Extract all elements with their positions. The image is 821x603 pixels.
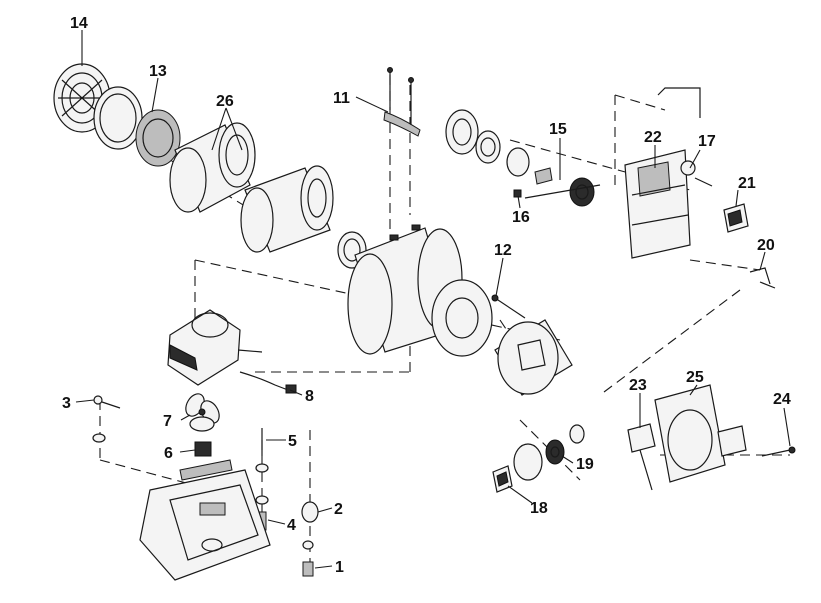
fan-motor-housing	[167, 309, 263, 386]
outer-shell-cylinder	[347, 224, 463, 355]
callout-26: 26	[216, 93, 234, 110]
callout-21: 21	[738, 175, 756, 192]
callout-8: 8	[305, 388, 314, 405]
callout-23: 23	[629, 377, 647, 394]
part-13-gasket-and-disc	[93, 86, 181, 167]
callout-2: 2	[334, 501, 343, 518]
part-5-screw	[255, 428, 269, 473]
callout-24: 24	[773, 391, 791, 408]
callout-4: 4	[287, 517, 296, 534]
callout-13: 13	[149, 63, 167, 80]
part-18-gear-housing	[492, 465, 513, 493]
part-22-control-bracket	[624, 87, 701, 259]
callout-15: 15	[549, 121, 567, 138]
callout-1: 1	[335, 559, 344, 576]
part-25-housing-cover	[654, 384, 747, 483]
rear-gaskets	[431, 109, 530, 357]
callout-5: 5	[288, 433, 297, 450]
part-24-screw	[761, 446, 796, 457]
part-11-handle	[383, 67, 421, 137]
callout-labels: 14 13 26 11 15 22 17 21 16 12 20 8 23 25…	[62, 15, 791, 576]
part-20-bracket	[749, 267, 776, 289]
callout-3: 3	[62, 395, 71, 412]
callout-14: 14	[70, 15, 88, 32]
part-3-screw	[92, 395, 121, 443]
part-19-gear-wheel	[513, 424, 585, 481]
part-7-fan-blade	[185, 393, 220, 432]
callout-7: 7	[163, 413, 172, 430]
callout-16: 16	[512, 209, 530, 226]
part-26-combustion-chamber	[169, 122, 367, 269]
callout-25: 25	[686, 369, 704, 386]
part-6-filter-block	[194, 441, 212, 457]
fuel-tank-base	[139, 459, 271, 581]
part-23-cover-bracket	[627, 423, 656, 491]
part-15-motor-assembly	[513, 167, 601, 207]
callout-20: 20	[757, 237, 775, 254]
callout-19: 19	[576, 456, 594, 473]
callout-11: 11	[333, 90, 350, 107]
rear-panel	[494, 319, 573, 396]
part-21-switch	[723, 203, 749, 233]
part-8-power-cord	[239, 371, 297, 394]
callout-17: 17	[698, 133, 716, 150]
callout-18: 18	[530, 500, 548, 517]
callout-12: 12	[494, 242, 512, 259]
leader-lines	[75, 30, 791, 569]
part-2-cap	[301, 501, 319, 523]
part-1-plug	[302, 540, 314, 577]
callout-6: 6	[164, 445, 173, 462]
callout-22: 22	[644, 129, 662, 146]
part-12-bolt-assembly	[491, 294, 526, 319]
